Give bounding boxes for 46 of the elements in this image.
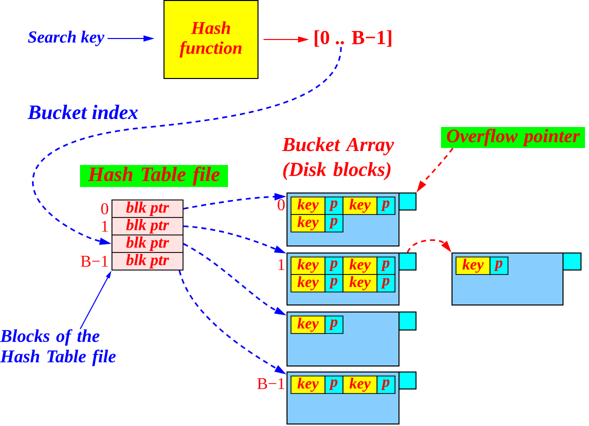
pointer-cell: p <box>490 256 508 275</box>
table-row: blk ptr <box>112 217 184 236</box>
key-cell: key <box>342 376 378 394</box>
pointer-cell: p <box>376 376 396 394</box>
key-cell: key <box>342 196 378 215</box>
pointer-cell: p <box>376 196 396 215</box>
heading-label: Bucket Array (Disk blocks) <box>282 137 394 180</box>
dashed-arrow <box>32 46 342 245</box>
key-cell: key <box>290 376 326 394</box>
pointer-slot <box>398 312 416 330</box>
pointer-slot <box>398 192 416 210</box>
table-row: blk ptr <box>112 252 184 270</box>
key-cell: key <box>290 316 326 334</box>
pointer-cell: p <box>324 256 344 275</box>
index-label: 0 <box>101 203 108 214</box>
callout-box: Overflow pointer <box>441 127 585 148</box>
pointer-cell: p <box>376 256 396 275</box>
index-label: 1 <box>102 220 108 232</box>
pointer-cell: p <box>324 376 344 394</box>
table-row: blk ptr <box>112 234 184 253</box>
pointer-cell: p <box>324 214 344 232</box>
key-cell: key <box>290 256 326 275</box>
key-cell: key <box>342 274 378 292</box>
table-row: blk ptr <box>112 200 184 218</box>
pointer-cell: p <box>324 196 344 215</box>
key-cell: key <box>290 214 326 232</box>
key-cell: key <box>342 256 378 275</box>
process-box: Hash function <box>164 0 258 79</box>
note-label: Blocks of the Hash Table file <box>0 329 116 366</box>
index-label: 0 <box>278 199 285 210</box>
index-label: B−1 <box>80 256 108 267</box>
pointer-cell: p <box>324 274 344 292</box>
index-label: 1 <box>278 259 284 270</box>
pointer-cell: p <box>324 316 344 334</box>
pointer-cell: p <box>376 274 396 292</box>
pointer-slot <box>562 252 582 270</box>
range-label: [0 .. B−1] <box>314 30 392 47</box>
pointer-slot <box>398 372 416 390</box>
title-box: Hash Table file <box>80 165 228 187</box>
key-cell: key <box>290 196 326 215</box>
input-label: Search key <box>28 30 104 46</box>
pointer-slot <box>398 252 416 270</box>
edge-label: Bucket index <box>26 104 140 120</box>
index-label: B−1 <box>257 378 284 390</box>
key-cell: key <box>290 274 326 292</box>
key-cell: key <box>456 256 490 275</box>
